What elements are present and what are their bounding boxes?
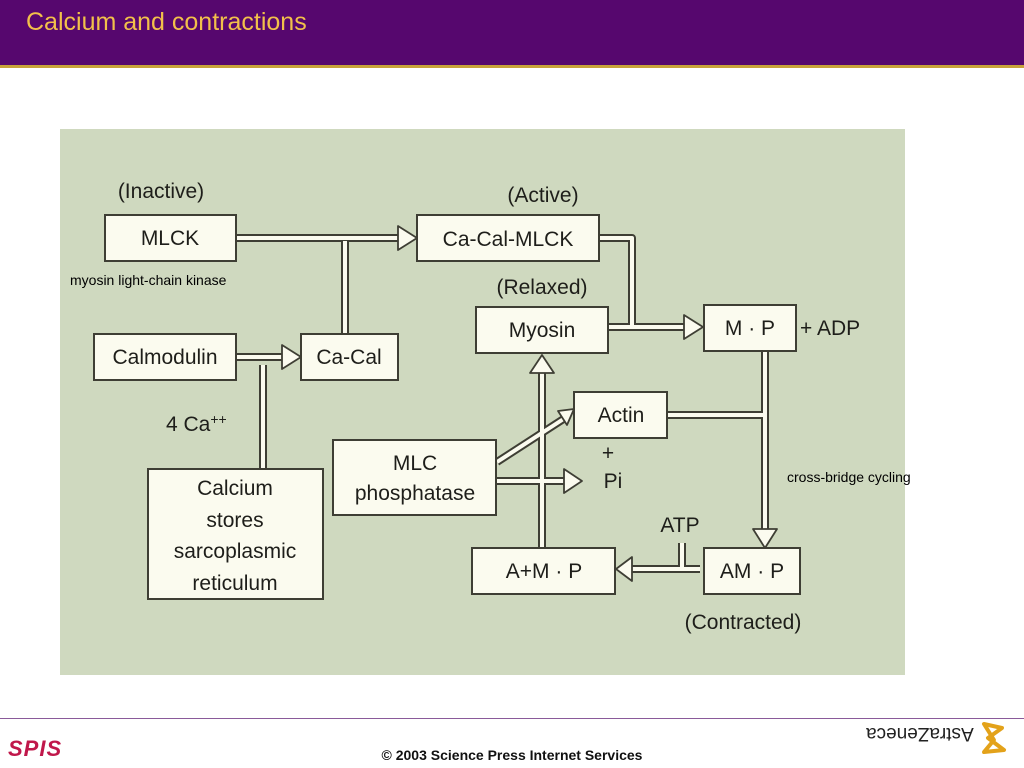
arrow-to-ca-cal-mlck [397,225,418,251]
myosin-text: Myosin [509,319,576,342]
plus-adp-text: + ADP [800,317,860,340]
stores-line-4: reticulum [192,572,277,595]
ca-ions-main: 4 Ca [166,413,211,436]
phosphatase-text: phosphatase [355,482,475,505]
mlck-annotation: myosin light-chain kinase [70,272,227,288]
plus-text: + [602,442,614,465]
diagram-panel: (Inactive) (Active) (Relaxed) (Contracte… [60,129,905,675]
spis-logo: SPIS [8,736,63,761]
active-label: (Active) [507,184,578,207]
relaxed-label: (Relaxed) [496,276,587,299]
atp-text: ATP [660,514,699,537]
ca-cal-mlck-text: Ca-Cal-MLCK [443,228,574,251]
footer-divider [0,718,1024,719]
actin-box [573,391,668,439]
arrow-to-myosin [529,354,555,374]
calmodulin-box [93,333,237,381]
pathway-diagram: (Inactive) (Active) (Relaxed) (Contracte… [93,180,860,634]
ca-cal-mlck-box [416,214,600,262]
pi-text: Pi [604,470,623,493]
inactive-label: (Inactive) [118,180,204,203]
arrow-to-amp [615,556,633,582]
title-bar: Calcium and contractions [0,0,1024,68]
stores-line-3: sarcoplasmic [174,540,297,563]
mp-text: M · P [725,317,775,340]
actin-text: Actin [598,404,645,427]
mp-box [703,304,797,352]
ca-ions-charge: ++ [210,411,226,427]
astrazeneca-logo-icon [982,722,1006,754]
stores-line-2: stores [206,509,263,532]
am-p-box [703,547,801,595]
cycling-annotation: cross-bridge cycling [787,469,911,485]
arrow-to-am-p [752,528,778,549]
ca-cal-text: Ca-Cal [316,346,381,369]
stores-line-1: Calcium [197,477,273,500]
mlck-box [104,214,237,262]
arrow-to-ca-cal [281,344,302,370]
copyright-text: © 2003 Science Press Internet Services [381,747,643,763]
slide-title: Calcium and contractions [26,8,307,36]
astrazeneca-logo-text: AstraZeneca [866,723,974,744]
arrow-to-actin [557,408,575,426]
arrow-to-mp [683,314,704,340]
mlc-phosphatase-box [332,439,497,516]
amp-box [471,547,616,595]
mlc-text: MLC [393,452,437,475]
contracted-label: (Contracted) [685,611,802,634]
arrow-heads [281,225,778,582]
calmodulin-text: Calmodulin [112,346,217,369]
arrow-to-pi [563,468,583,494]
ca-ions-text: 4 Ca++ [166,411,227,436]
mlck-text: MLCK [141,227,199,250]
ca-cal-box [300,333,399,381]
calcium-stores-box [147,468,324,600]
myosin-box [475,306,609,354]
am-p-text: AM · P [720,560,784,583]
amp-text: A+M · P [506,560,582,583]
pipe-fills [233,236,767,571]
